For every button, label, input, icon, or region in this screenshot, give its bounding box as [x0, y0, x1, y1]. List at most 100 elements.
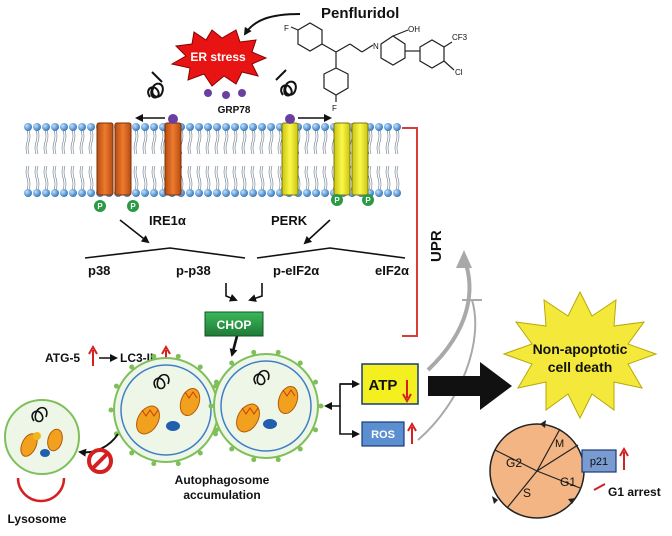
membrane-dot: [129, 450, 135, 456]
er-stress-label: ER stress: [190, 50, 246, 64]
eif2a-label: eIF2α: [375, 263, 409, 278]
lipid-head: [258, 123, 266, 131]
membrane-dot: [108, 407, 114, 413]
membrane-dot: [213, 431, 219, 437]
outcome-line1: Non-apoptotic: [533, 341, 628, 357]
up-arrow-icon: [88, 344, 98, 366]
lipid-head: [150, 189, 158, 197]
lipid-head: [150, 123, 158, 131]
phase-s: S: [523, 486, 531, 500]
structure-oh: OH: [408, 25, 420, 34]
perk-monomer: [281, 114, 299, 196]
perk-label: PERK: [271, 213, 308, 228]
ire1a-dimer: [96, 122, 132, 196]
ros-box: ROS: [361, 421, 405, 447]
chop-box: CHOP: [204, 311, 264, 337]
membrane-dot: [175, 353, 181, 359]
membrane-dot: [313, 379, 319, 385]
grp78-bound-dot: [168, 114, 178, 124]
grp78-dots: [204, 89, 246, 99]
structure-f-top: F: [284, 24, 289, 33]
perk-dimer: [333, 122, 369, 196]
lipid-head: [222, 123, 230, 131]
g1-arrest-pointer: [593, 483, 606, 491]
ire1a-label: IRE1α: [149, 213, 186, 228]
cell-cycle-wheel: G2 S G1 M: [489, 420, 585, 519]
lipid-head: [24, 189, 32, 197]
phospho-badges: P P P P: [94, 194, 374, 212]
lipid-head: [213, 123, 221, 131]
lipid-head: [69, 123, 77, 131]
lipid-head: [33, 123, 41, 131]
structure-n: N: [373, 42, 379, 51]
membrane-dot: [251, 349, 257, 355]
membrane-dot: [313, 427, 319, 433]
penfluridol-structure: [290, 22, 455, 102]
lipid-head: [87, 189, 95, 197]
structure-f-bottom: F: [332, 104, 337, 113]
lipid-head: [258, 189, 266, 197]
lipid-head: [24, 123, 32, 131]
outcome-line2: cell death: [548, 359, 613, 375]
lipid-head: [60, 189, 68, 197]
bracket-arrows: [324, 380, 360, 438]
membrane-dot: [213, 427, 219, 433]
grp78-bound-dot: [285, 114, 295, 124]
structure-cl: Cl: [455, 68, 463, 77]
lipid-head: [267, 123, 275, 131]
lipid-head: [78, 123, 86, 131]
structure-cf3: CF3: [452, 33, 468, 42]
autophagosome-left: [108, 353, 224, 467]
membrane-dot: [213, 379, 219, 385]
membrane-dot: [197, 450, 203, 456]
lipid-head: [303, 123, 311, 131]
cell-death-arrow: [428, 362, 512, 410]
membrane-dot: [229, 446, 235, 452]
misfolded-protein-icon: [275, 69, 297, 97]
lipid-head: [33, 189, 41, 197]
lipid-head: [204, 189, 212, 197]
lipid-head: [312, 123, 320, 131]
autophagosome-right: [208, 349, 324, 463]
membrane-dot: [129, 364, 135, 370]
lipid-head: [393, 189, 401, 197]
penfluridol-arrow: [243, 13, 301, 36]
lipid-head: [186, 123, 194, 131]
membrane-dot: [197, 364, 203, 370]
lipid-head: [249, 123, 257, 131]
chop-label: CHOP: [217, 318, 252, 332]
cell-death-burst: Non-apoptotic cell death: [502, 290, 658, 420]
membrane-dot: [275, 457, 281, 463]
atp-label: ATP: [369, 377, 398, 394]
lipid-head: [321, 123, 329, 131]
p21-label: p21: [590, 456, 608, 468]
lipid-head: [195, 123, 203, 131]
misfolded-protein-icon: [147, 71, 164, 99]
ros-label: ROS: [371, 429, 395, 441]
lipid-head: [240, 123, 248, 131]
atp-feedback-curve: [426, 257, 472, 372]
lipid-head: [42, 123, 50, 131]
upr-bracket: [402, 127, 418, 337]
lipid-head: [321, 189, 329, 197]
grp78-label: GRP78: [218, 105, 251, 116]
lipid-head: [267, 189, 275, 197]
signal-arrows: [84, 219, 406, 357]
lipid-head: [69, 189, 77, 197]
atp-box: ATP: [361, 363, 419, 405]
lipid-head: [240, 189, 248, 197]
lysosome-vesicle: [4, 399, 80, 475]
lipid-head: [204, 123, 212, 131]
lipid-head: [384, 189, 392, 197]
membrane-dot: [251, 457, 257, 463]
up-arrow-icon: [407, 421, 417, 444]
phospho-label: P: [97, 202, 103, 211]
lysosome-label: Lysosome: [8, 512, 67, 526]
lipid-head: [213, 189, 221, 197]
membrane-dot: [297, 446, 303, 452]
p38-label: p38: [88, 263, 110, 278]
lipid-head: [249, 189, 257, 197]
lipid-head: [222, 189, 230, 197]
phospho-label: P: [365, 196, 371, 205]
